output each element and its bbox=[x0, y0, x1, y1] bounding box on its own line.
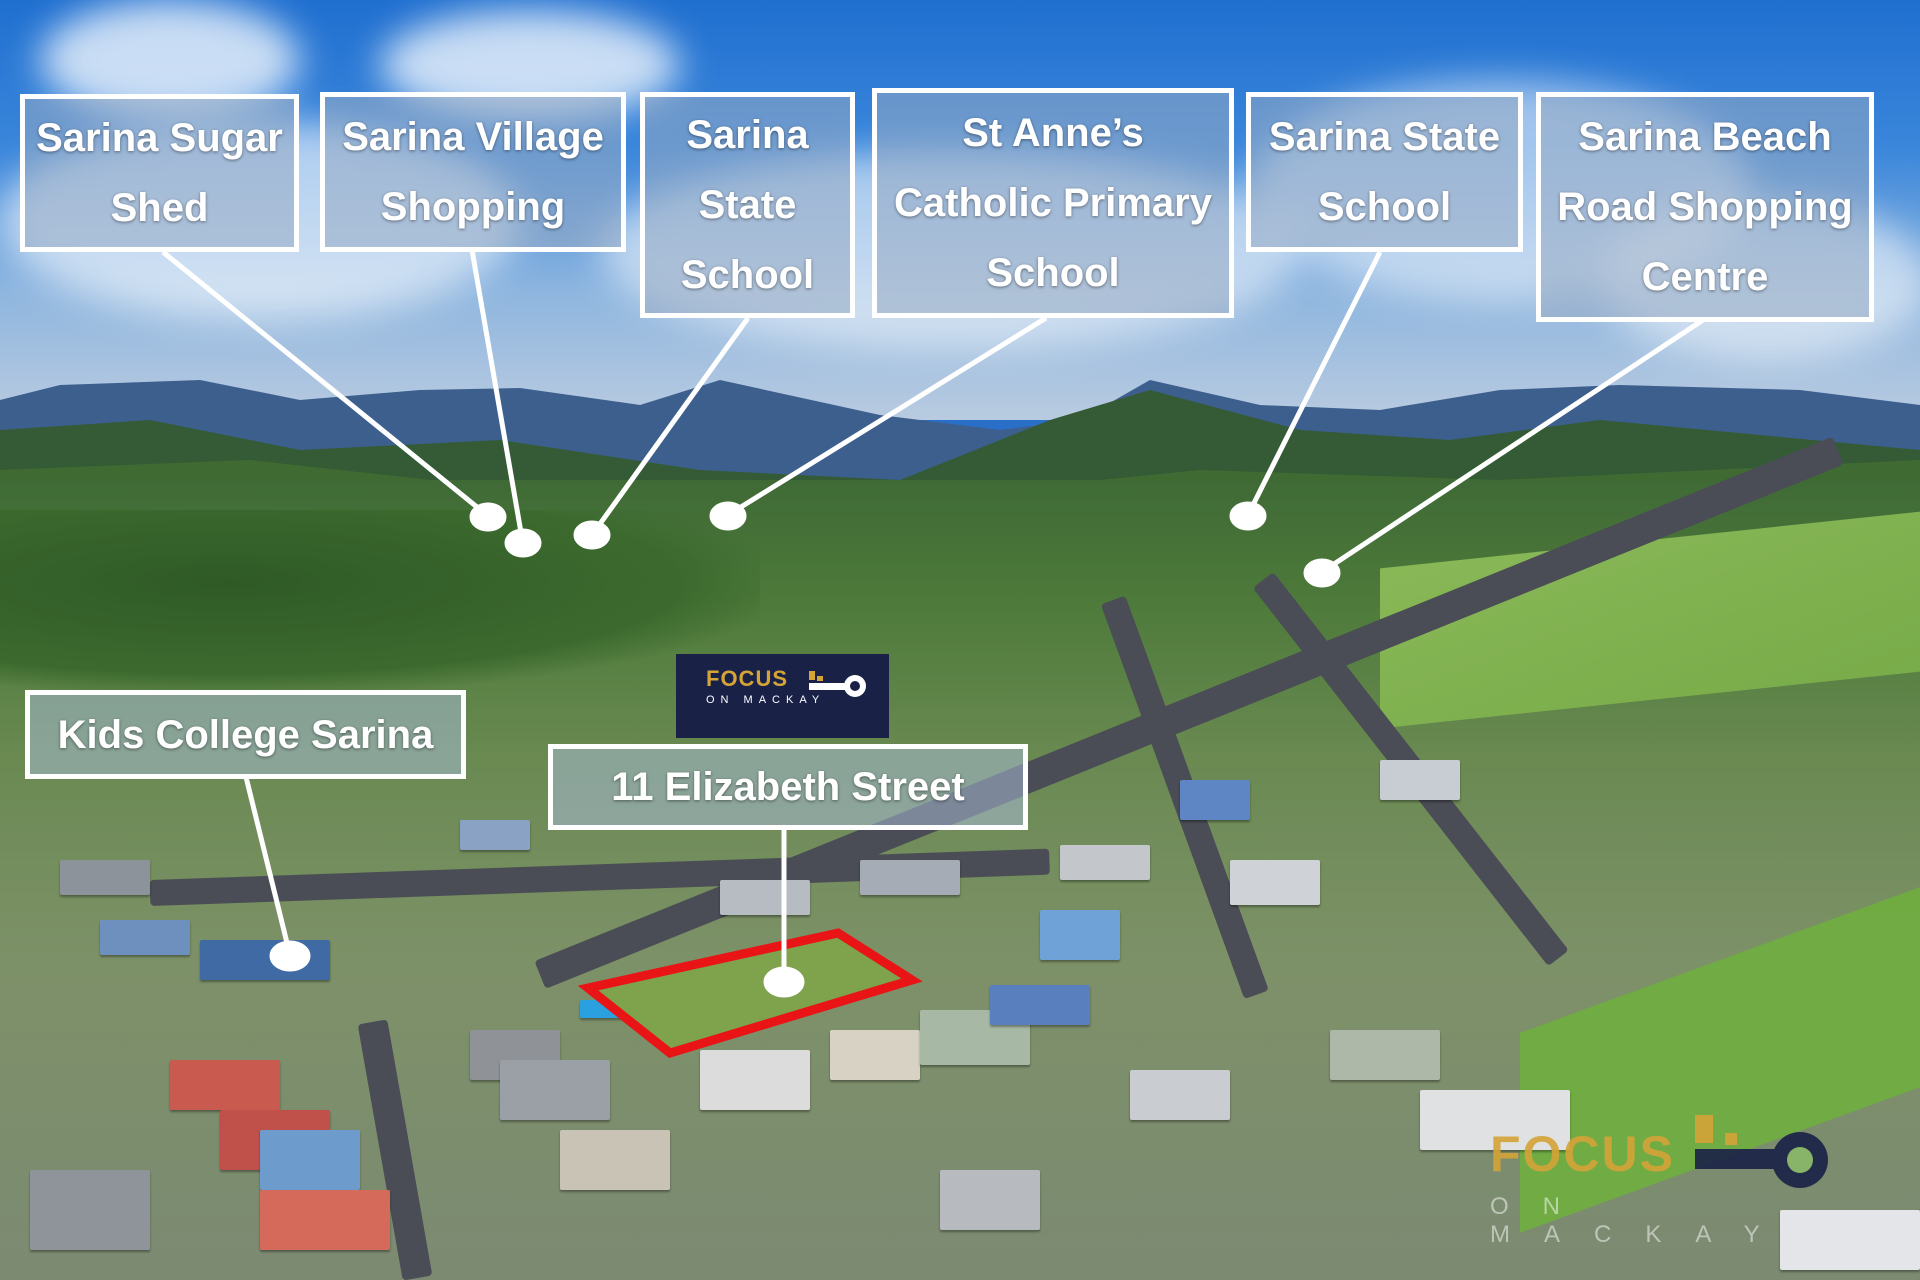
brand-name: FOCUS bbox=[706, 666, 788, 691]
callout-line: Centre bbox=[1641, 255, 1769, 299]
watermark-name: FOCUS bbox=[1490, 1126, 1675, 1182]
callout-line: Catholic Primary bbox=[894, 181, 1212, 225]
callout-line: Sarina Sugar bbox=[36, 116, 283, 160]
house bbox=[1040, 910, 1120, 960]
house bbox=[260, 1190, 390, 1250]
house bbox=[30, 1170, 150, 1250]
callout-st-annes-catholic-primary-school: St Anne’s Catholic Primary School bbox=[872, 88, 1234, 318]
house bbox=[1180, 780, 1250, 820]
callout-line: School bbox=[986, 251, 1120, 295]
callout-line: Road Shopping bbox=[1557, 185, 1853, 229]
callout-line: St Anne’s bbox=[962, 111, 1144, 155]
callout-line: Shopping bbox=[380, 185, 566, 229]
key-icon bbox=[809, 671, 866, 697]
house bbox=[720, 880, 810, 915]
swimming-pool bbox=[580, 1000, 635, 1018]
callout-line: State bbox=[698, 183, 797, 227]
house bbox=[1060, 845, 1150, 880]
callout-sarina-village-shopping: Sarina Village Shopping bbox=[320, 92, 626, 252]
house bbox=[940, 1170, 1040, 1230]
callout-line: Kids College Sarina bbox=[57, 712, 434, 757]
house bbox=[60, 860, 150, 895]
house bbox=[990, 985, 1090, 1025]
house bbox=[1780, 1210, 1920, 1270]
house bbox=[500, 1060, 610, 1120]
callout-line: School bbox=[1317, 185, 1452, 229]
callout-line: Sarina Beach bbox=[1578, 115, 1832, 159]
callout-sarina-beach-road-shopping-centre: Sarina Beach Road Shopping Centre bbox=[1536, 92, 1874, 322]
callout-line: School bbox=[680, 253, 815, 297]
house bbox=[700, 1050, 810, 1110]
house bbox=[260, 1130, 360, 1190]
house bbox=[1230, 860, 1320, 905]
callout-line: Sarina bbox=[686, 113, 809, 157]
callout-kids-college-sarina: Kids College Sarina bbox=[25, 690, 466, 779]
callout-sarina-state-school: Sarina State School bbox=[640, 92, 855, 318]
house bbox=[860, 860, 960, 895]
house bbox=[100, 920, 190, 955]
house bbox=[560, 1130, 670, 1190]
house bbox=[1380, 760, 1460, 800]
callout-sarina-sugar-shed: Sarina Sugar Shed bbox=[20, 94, 299, 252]
forest bbox=[0, 510, 760, 690]
property-address: 11 Elizabeth Street bbox=[611, 765, 965, 809]
callout-line: Shed bbox=[110, 186, 209, 230]
watermark-tagline: ON MACKAY bbox=[1490, 1193, 1794, 1248]
callout-line: Sarina State bbox=[1268, 115, 1501, 159]
house bbox=[1330, 1030, 1440, 1080]
callout-sarina-state-school-2: Sarina State School bbox=[1246, 92, 1523, 252]
house bbox=[1130, 1070, 1230, 1120]
brand-watermark: FOCUS ON MACKAY bbox=[1490, 1115, 1850, 1248]
house bbox=[830, 1030, 920, 1080]
house bbox=[460, 820, 530, 850]
house bbox=[1420, 1090, 1570, 1150]
house bbox=[200, 940, 330, 980]
key-icon bbox=[1695, 1115, 1828, 1188]
callout-line: Sarina Village bbox=[342, 115, 604, 159]
house bbox=[170, 1060, 280, 1110]
brand-tagline: ON MACKAY bbox=[706, 694, 826, 706]
property-address-box: 11 Elizabeth Street bbox=[548, 744, 1028, 830]
brand-badge: FOCUS ON MACKAY bbox=[676, 654, 889, 738]
